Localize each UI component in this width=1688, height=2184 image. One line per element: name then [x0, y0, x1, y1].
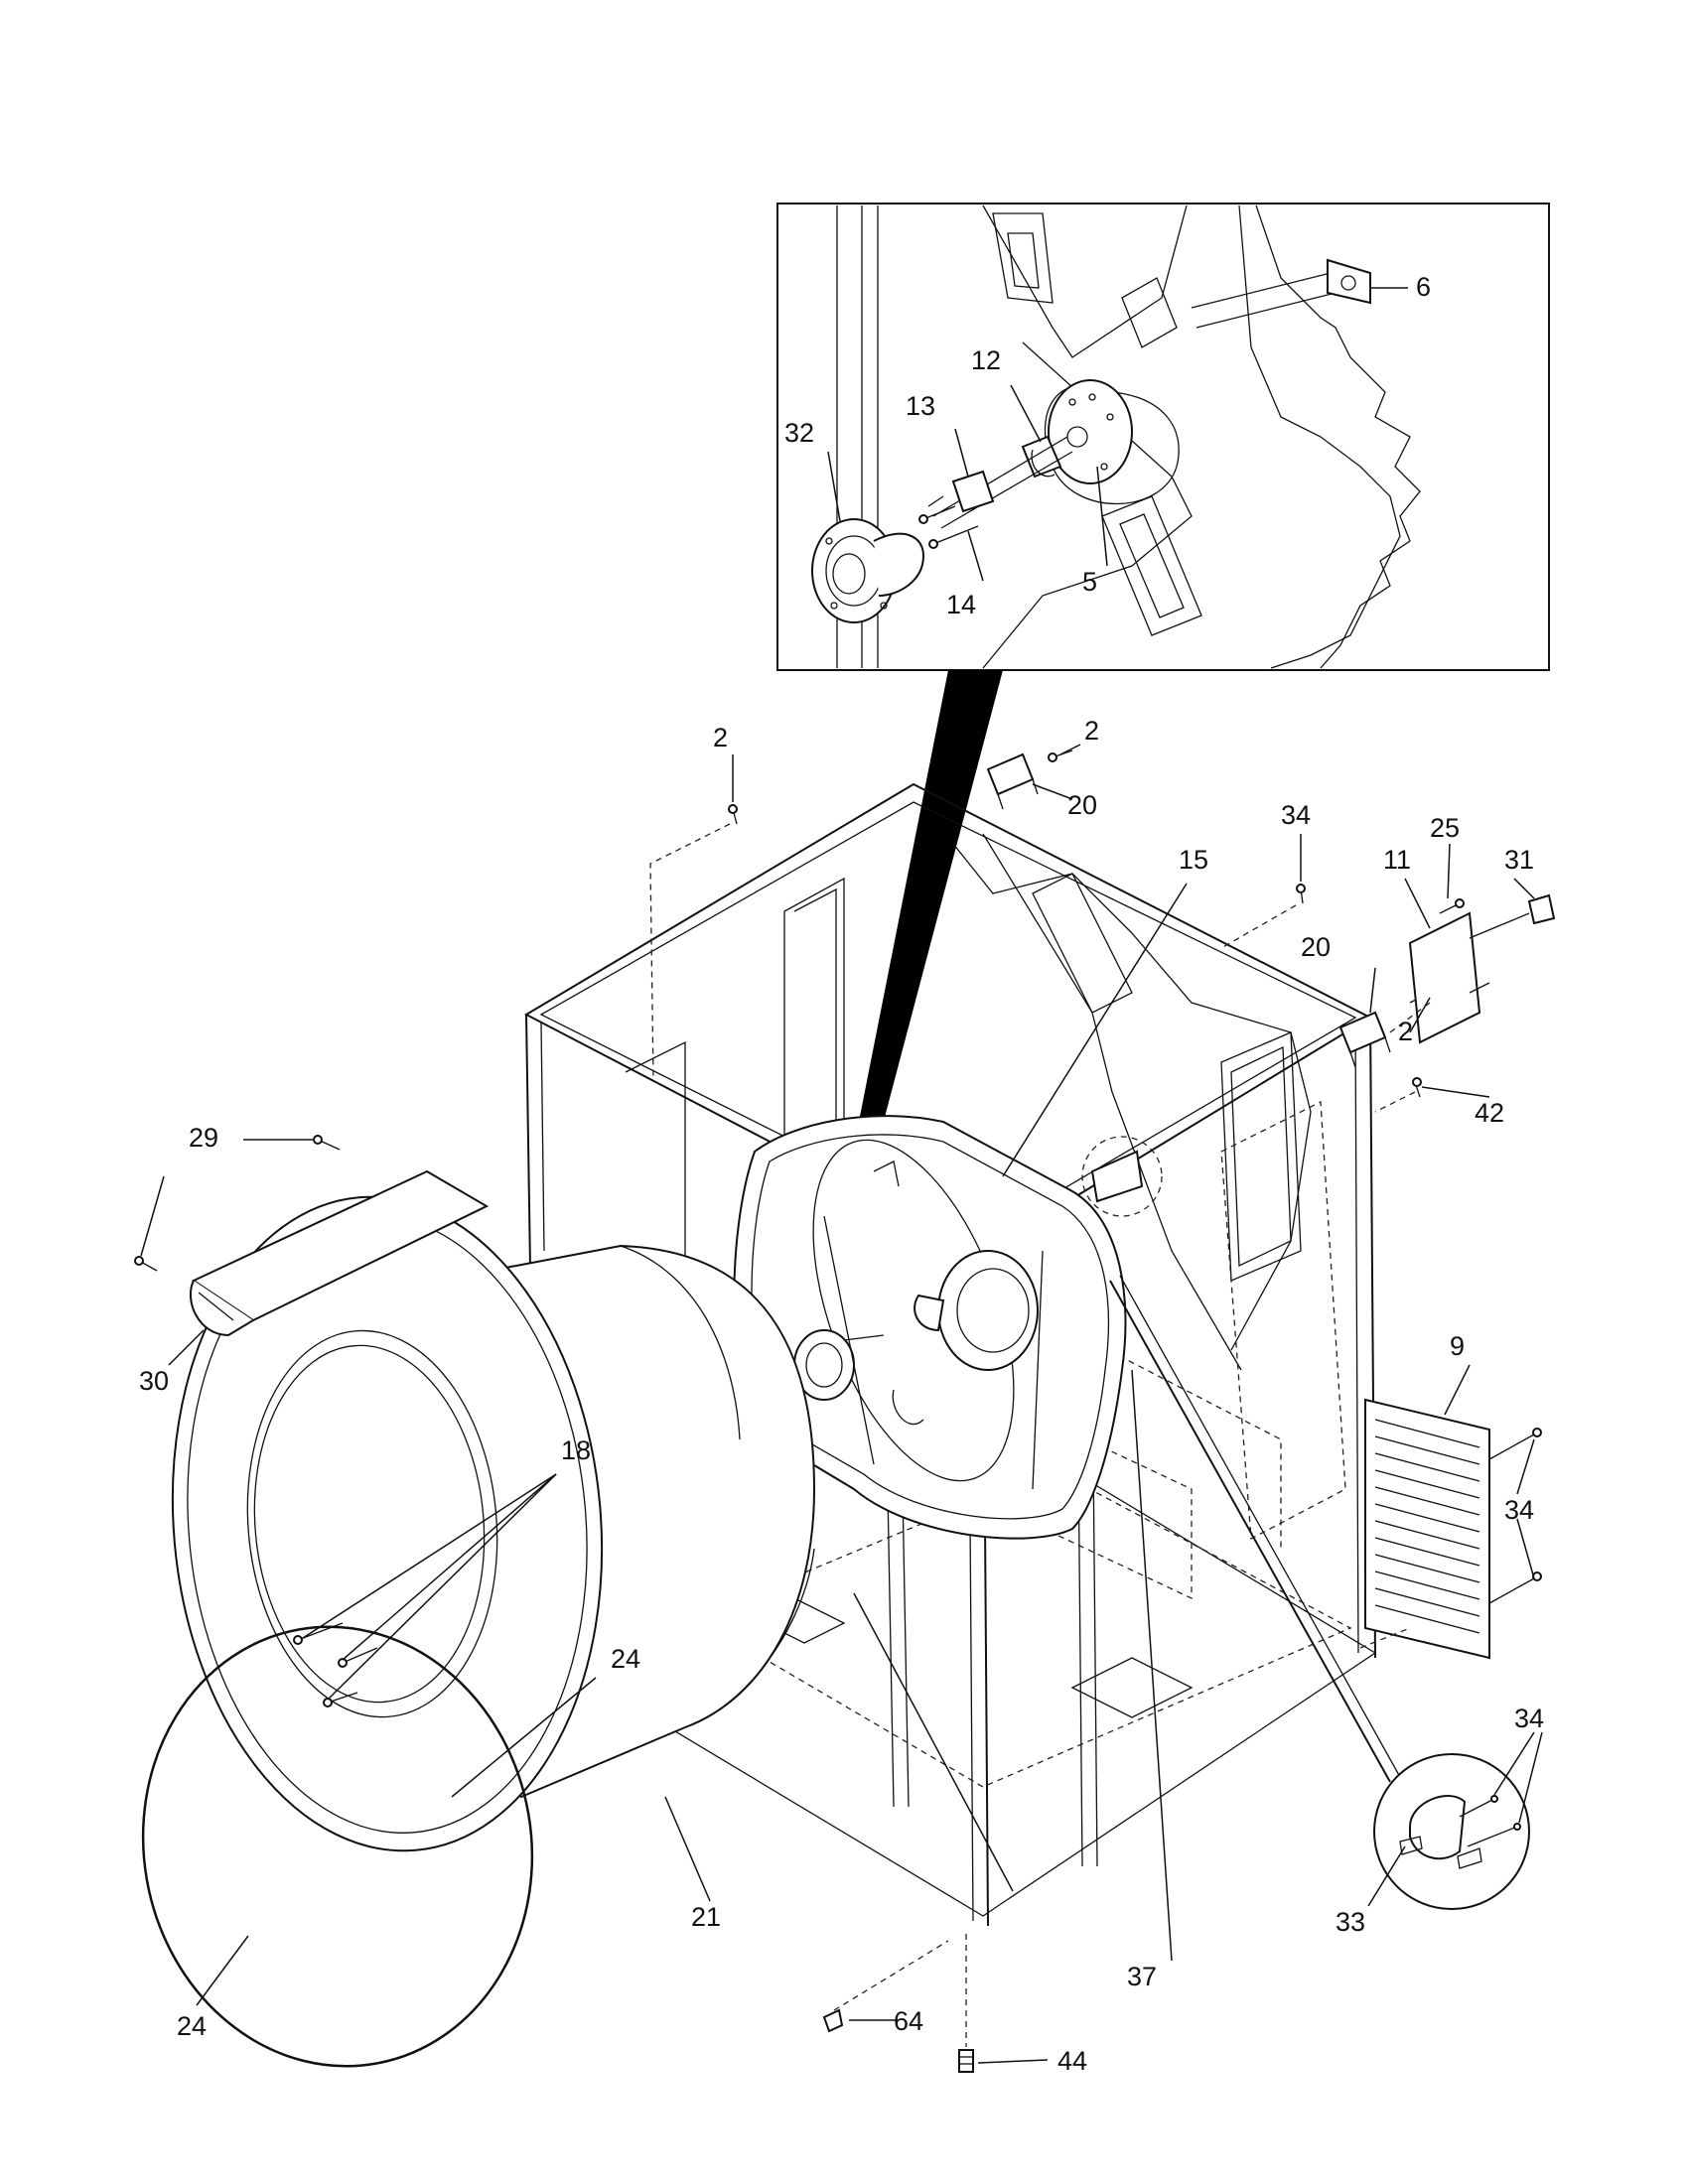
callout-14: 14: [946, 590, 976, 619]
callout-2-right: 2: [1398, 1017, 1413, 1046]
bracket-20-a: [986, 752, 1039, 810]
callout-6: 6: [1416, 272, 1431, 302]
callout-64: 64: [894, 2006, 923, 2036]
callout-labels: 6 12 13 32 14 5 2 2 20 15 34 25 31 11 20…: [139, 272, 1544, 2076]
screw-2-top: [1048, 750, 1073, 762]
cover-plate-11: [1408, 911, 1490, 1044]
callout-24-upper: 24: [611, 1644, 640, 1674]
inset-detail-view: [776, 203, 1550, 671]
leveling-leg-44: [958, 1934, 974, 2073]
callout-5: 5: [1082, 567, 1097, 597]
callout-25: 25: [1430, 813, 1460, 843]
callout-34-top: 34: [1281, 800, 1311, 830]
drum-assembly: [141, 1195, 816, 2068]
callout-11: 11: [1383, 845, 1411, 875]
callout-42: 42: [1475, 1098, 1504, 1128]
callout-12: 12: [971, 345, 1001, 375]
callout-34-mid: 34: [1504, 1495, 1534, 1525]
sensor-31: [1469, 893, 1556, 939]
callout-20-right: 20: [1301, 932, 1331, 962]
callout-18: 18: [561, 1435, 591, 1465]
screw-2-left: [728, 804, 738, 825]
callout-20-top: 20: [1067, 790, 1097, 820]
callout-24-lower: 24: [177, 2011, 207, 2041]
callout-13: 13: [906, 391, 935, 421]
callout-2-top: 2: [1084, 716, 1099, 746]
callout-37: 37: [1127, 1962, 1157, 1991]
callout-31: 31: [1504, 845, 1534, 875]
thermostat-detail: [1109, 1275, 1530, 1910]
callout-32: 32: [784, 418, 814, 448]
lint-duct: [134, 1135, 490, 1337]
callout-34-bottom: 34: [1514, 1704, 1544, 1733]
callout-30: 30: [139, 1366, 169, 1396]
clip-64: [822, 2008, 844, 2033]
assembly-lines: [649, 823, 1431, 2011]
callout-21: 21: [691, 1902, 721, 1932]
callout-15: 15: [1179, 845, 1208, 875]
screw-42: [1412, 1077, 1422, 1098]
leader-lines: [140, 744, 1543, 2064]
screw-25: [1439, 898, 1465, 914]
callout-29: 29: [189, 1123, 218, 1153]
rear-drum-bulkhead: [733, 1115, 1127, 1540]
bracket-20-b: [1338, 1011, 1391, 1068]
callout-44: 44: [1057, 2046, 1087, 2076]
callout-2-left: 2: [713, 723, 728, 752]
rear-vent-panel: [1364, 1398, 1542, 1660]
callout-9: 9: [1450, 1331, 1465, 1361]
callout-33: 33: [1336, 1907, 1365, 1937]
inset-frame: [776, 203, 1550, 671]
screw-34-top: [1296, 884, 1306, 904]
